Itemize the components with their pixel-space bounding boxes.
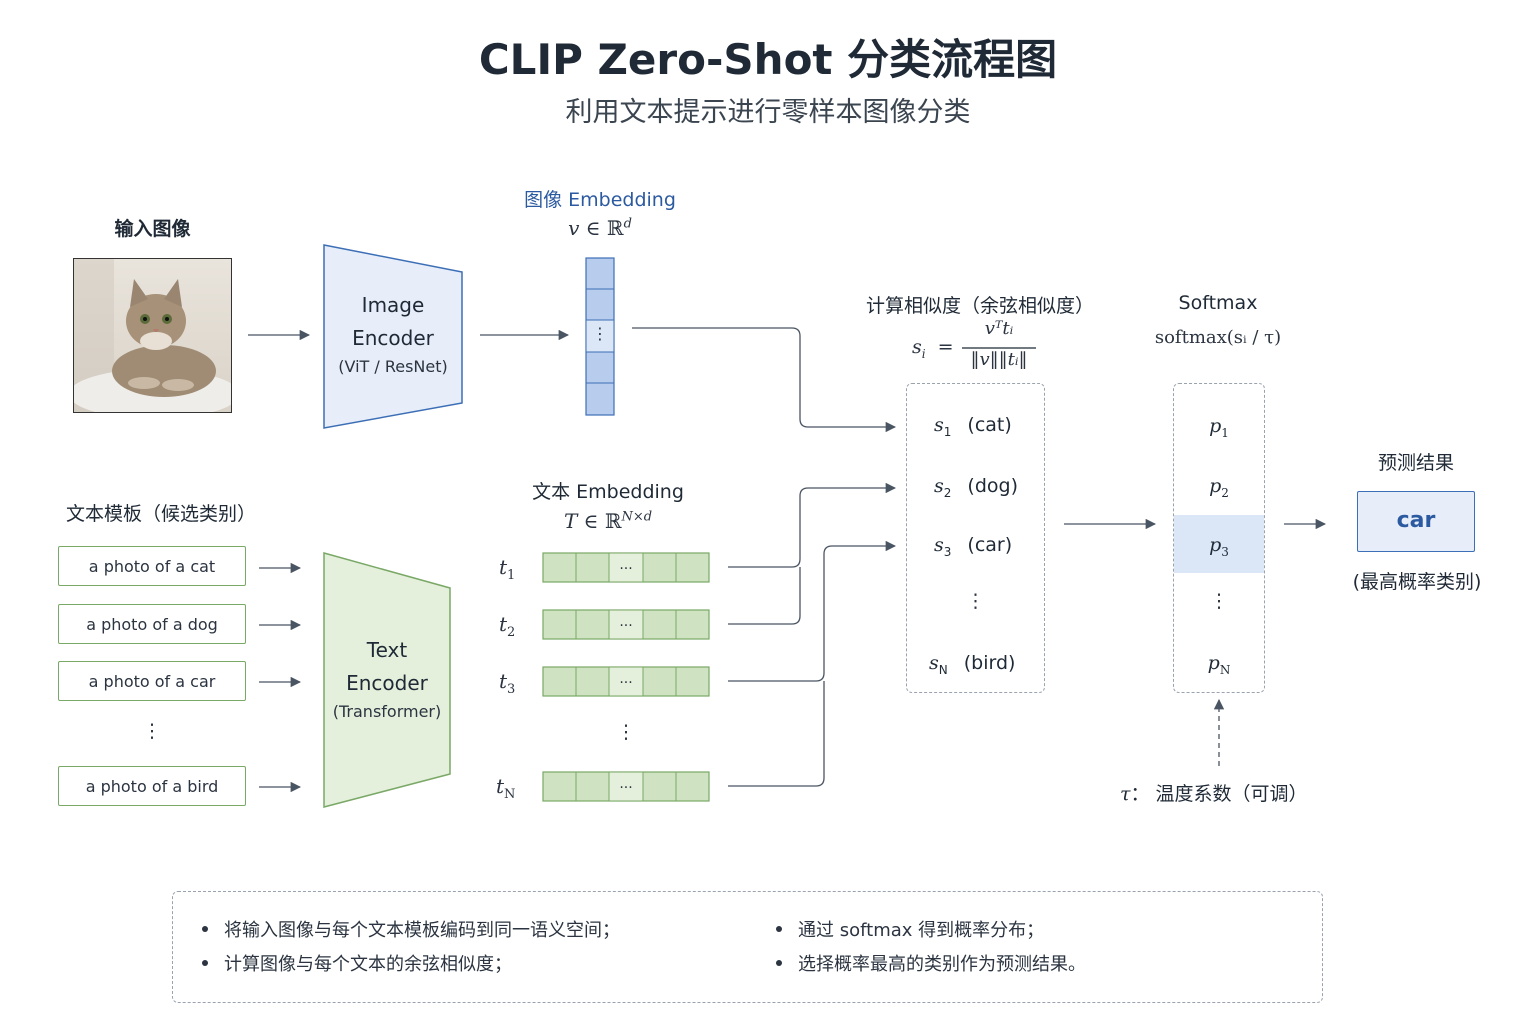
similarity-numerator: vᵀtᵢ <box>984 318 1014 339</box>
cat-illustration <box>74 259 231 412</box>
text-embedding-sup: N×d <box>621 509 653 525</box>
image-embedding-vector <box>585 257 615 416</box>
template-item: a photo of a cat <box>58 546 246 586</box>
similarity-denominator: ‖v‖‖tᵢ‖ <box>970 349 1028 370</box>
prediction-note: (最高概率类别) <box>1352 571 1482 593</box>
text-templates-label: 文本模板（候选类别） <box>66 503 257 525</box>
prob-ellipsis: ⋮ <box>1209 590 1229 612</box>
prediction-label: 预测结果 <box>1377 452 1454 474</box>
text-encoder: Text Encoder (Transformer) <box>324 634 450 721</box>
template-item: a photo of a dog <box>58 604 246 644</box>
text-embedding-rows <box>542 552 710 802</box>
text-embedding-label: 文本 Embedding <box>532 481 684 503</box>
text-embedding-in: ∈ ℝ <box>583 509 622 533</box>
cell-ellipsis: ... <box>619 614 633 630</box>
arrows <box>248 327 1327 793</box>
text-embedding-formula: T ∈ ℝN×d <box>508 509 708 533</box>
image-embedding-in: ∈ ℝ <box>585 216 624 240</box>
softmax-label: Softmax <box>1178 292 1258 314</box>
page-title: CLIP Zero-Shot 分类流程图 <box>478 35 1058 84</box>
prob-item: p1 <box>1209 415 1229 440</box>
image-embedding-var: v <box>568 216 580 240</box>
prob-item: pN <box>1207 652 1231 677</box>
image-embedding-label: 图像 Embedding <box>524 189 676 211</box>
softmax-box <box>1173 383 1265 693</box>
note-item: 将输入图像与每个文本模板编码到同一语义空间； <box>202 916 620 942</box>
template-item: a photo of a car <box>58 661 246 701</box>
prediction-result: car <box>1357 491 1475 552</box>
score-item: sN(bird) <box>929 652 1016 677</box>
input-image <box>73 258 232 413</box>
text-embedding-var: T <box>563 509 578 533</box>
bullet-icon <box>776 926 782 932</box>
score-item: s3(car) <box>934 534 1013 559</box>
template-ellipsis: ⋮ <box>142 720 162 742</box>
softmax-formula: softmax(sᵢ / τ) <box>1154 327 1282 348</box>
similarity-lhs: si = <box>912 336 954 361</box>
notes-box <box>172 891 1323 1003</box>
text-embedding-row-label: t2 <box>499 612 516 640</box>
text-embedding-row-label: tN <box>496 774 516 802</box>
score-ellipsis: ⋮ <box>966 590 985 612</box>
note-item: 计算图像与每个文本的余弦相似度； <box>202 950 512 976</box>
note-item: 通过 softmax 得到概率分布； <box>776 916 1044 942</box>
cell-ellipsis: ... <box>619 776 633 792</box>
score-item: s2(dog) <box>934 475 1018 500</box>
note-item: 选择概率最高的类别作为预测结果。 <box>776 950 1086 976</box>
image-encoder-line2: Encoder <box>352 326 434 350</box>
bullet-icon <box>202 960 208 966</box>
text-embedding-ellipsis: ⋮ <box>616 721 636 743</box>
text-encoder-shape <box>323 552 451 808</box>
bullet-icon <box>202 926 208 932</box>
template-item: a photo of a bird <box>58 766 246 806</box>
input-image-label: 输入图像 <box>114 218 191 240</box>
text-embedding-row-label: t1 <box>499 555 516 583</box>
image-encoder: Image Encoder (ViT / ResNet) <box>324 289 462 376</box>
similarity-label: 计算相似度（余弦相似度） <box>865 295 1094 317</box>
page-subtitle: 利用文本提示进行零样本图像分类 <box>565 97 971 128</box>
image-encoder-shape <box>323 244 463 429</box>
image-encoder-line1: Image <box>361 293 425 317</box>
bullet-icon <box>776 960 782 966</box>
prob-item: p2 <box>1209 475 1229 500</box>
image-embedding-sup: d <box>623 216 632 232</box>
softmax-highlight <box>1174 515 1264 573</box>
text-encoder-line2: Encoder <box>346 671 428 695</box>
cell-ellipsis: ... <box>619 557 633 573</box>
image-embedding-formula: v ∈ ℝd <box>520 216 680 240</box>
image-embedding-ellipsis: ⋮ <box>592 324 608 343</box>
cell-ellipsis: ... <box>619 671 633 687</box>
similarity-box <box>906 383 1045 693</box>
image-encoder-sub: (ViT / ResNet) <box>338 357 448 376</box>
score-item: s1(cat) <box>934 414 1012 439</box>
temperature-label: τ： 温度系数（可调） <box>1120 783 1308 805</box>
prob-item-highlighted: p3 <box>1209 534 1229 559</box>
text-encoder-sub: (Transformer) <box>332 702 442 721</box>
text-embedding-row-label: t3 <box>499 669 516 697</box>
text-encoder-line1: Text <box>366 638 408 662</box>
